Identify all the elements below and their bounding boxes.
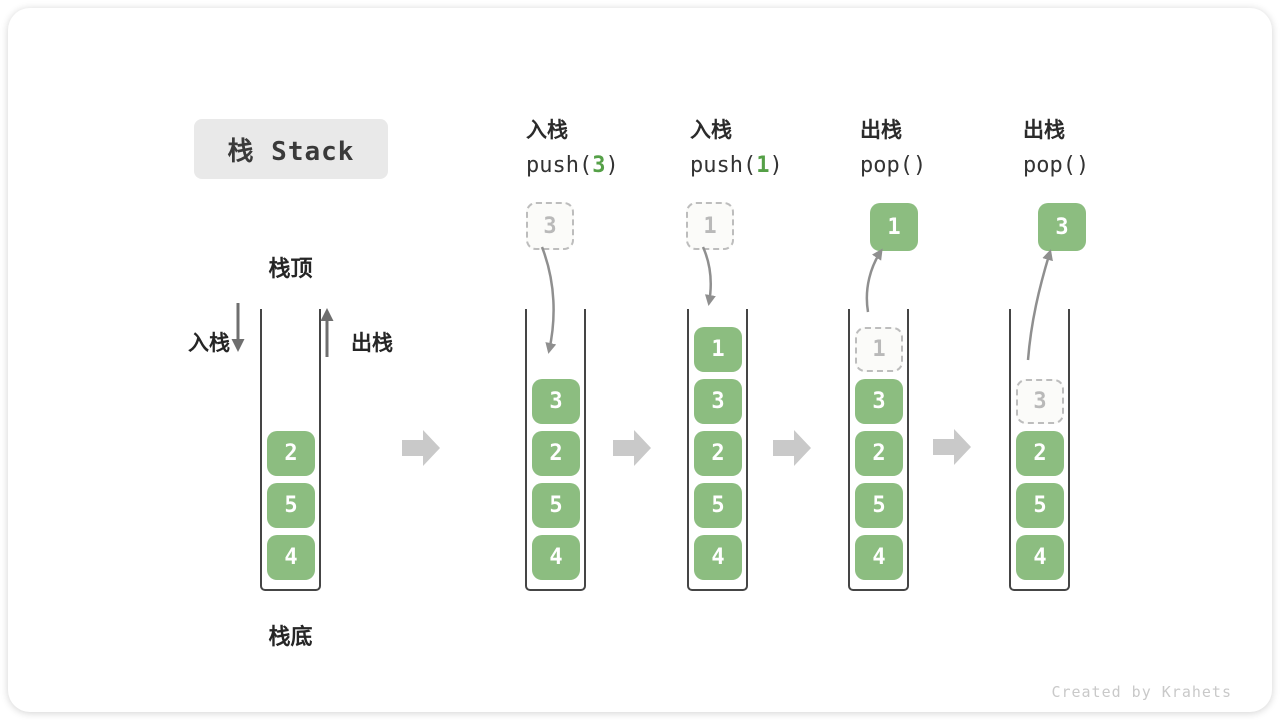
pop-direction-label: 出栈	[351, 332, 393, 355]
op-label: 入栈	[526, 119, 568, 142]
op-label: 入栈	[690, 119, 732, 142]
stack-cell: 5	[1016, 483, 1064, 528]
stack-cell: 5	[855, 483, 903, 528]
stack-cell: 5	[694, 483, 742, 528]
stack-cell: 3	[855, 379, 903, 424]
op-label: 出栈	[1023, 119, 1065, 142]
stack-cell: 3	[694, 379, 742, 424]
diagram-title: 栈 Stack	[194, 119, 388, 179]
op-label: 出栈	[860, 119, 902, 142]
code-fn: push(	[526, 153, 593, 178]
stack-cell-ghost: 1	[855, 327, 903, 372]
step-header-push-3: 入栈 push(3)	[526, 114, 619, 178]
step-header-push-1: 入栈 push(1)	[690, 114, 783, 178]
stack-top-label: 栈顶	[268, 256, 313, 281]
popped-element-box: 3	[1038, 203, 1086, 251]
incoming-element-box: 3	[526, 202, 574, 250]
op-code: pop()	[860, 153, 926, 178]
stack-cell-ghost: 3	[1016, 379, 1064, 424]
stack-cell: 4	[1016, 535, 1064, 580]
stack-container-initial: 2 5 4	[260, 309, 321, 591]
stack-cell: 1	[694, 327, 742, 372]
stack-cell: 5	[532, 483, 580, 528]
code-fn: pop(	[860, 153, 913, 178]
step-header-pop-1: 出栈 pop()	[860, 114, 926, 178]
stack-cell: 2	[1016, 431, 1064, 476]
popped-element-box: 1	[870, 203, 918, 251]
stack-container-pop-1: 1 3 2 5 4	[848, 309, 909, 591]
code-close: )	[912, 153, 927, 178]
stack-cell: 2	[532, 431, 580, 476]
stack-cell: 2	[855, 431, 903, 476]
code-arg: 1	[756, 153, 770, 178]
stack-cell: 2	[694, 431, 742, 476]
diagram-card: 栈 Stack 栈顶 栈底 入栈 出栈 入栈 push(3) 入栈 push(1…	[8, 8, 1272, 712]
op-code: pop()	[1023, 153, 1089, 178]
diagram-title-text: 栈 Stack	[227, 136, 355, 167]
stack-bottom-label: 栈底	[268, 624, 313, 649]
stack-cell: 5	[267, 483, 315, 528]
code-close: )	[605, 153, 619, 178]
op-code: push(3)	[526, 153, 619, 178]
code-close: )	[1075, 153, 1090, 178]
stack-cell: 4	[694, 535, 742, 580]
stack-cell: 4	[855, 535, 903, 580]
stack-container-pop-2: 3 2 5 4	[1009, 309, 1070, 591]
code-fn: pop(	[1023, 153, 1076, 178]
stack-container-push-3: 3 2 5 4	[525, 309, 586, 591]
stack-cell: 4	[532, 535, 580, 580]
stack-container-push-1: 1 3 2 5 4	[687, 309, 748, 591]
stack-cell: 2	[267, 431, 315, 476]
code-fn: push(	[690, 153, 757, 178]
stack-cell: 3	[532, 379, 580, 424]
op-code: push(1)	[690, 153, 783, 178]
watermark: Created by Krahets	[1051, 683, 1232, 701]
step-header-pop-2: 出栈 pop()	[1023, 114, 1089, 178]
incoming-element-box: 1	[686, 202, 734, 250]
code-arg: 3	[592, 153, 606, 178]
push-direction-label: 入栈	[188, 332, 230, 355]
code-close: )	[769, 153, 783, 178]
stack-cell: 4	[267, 535, 315, 580]
